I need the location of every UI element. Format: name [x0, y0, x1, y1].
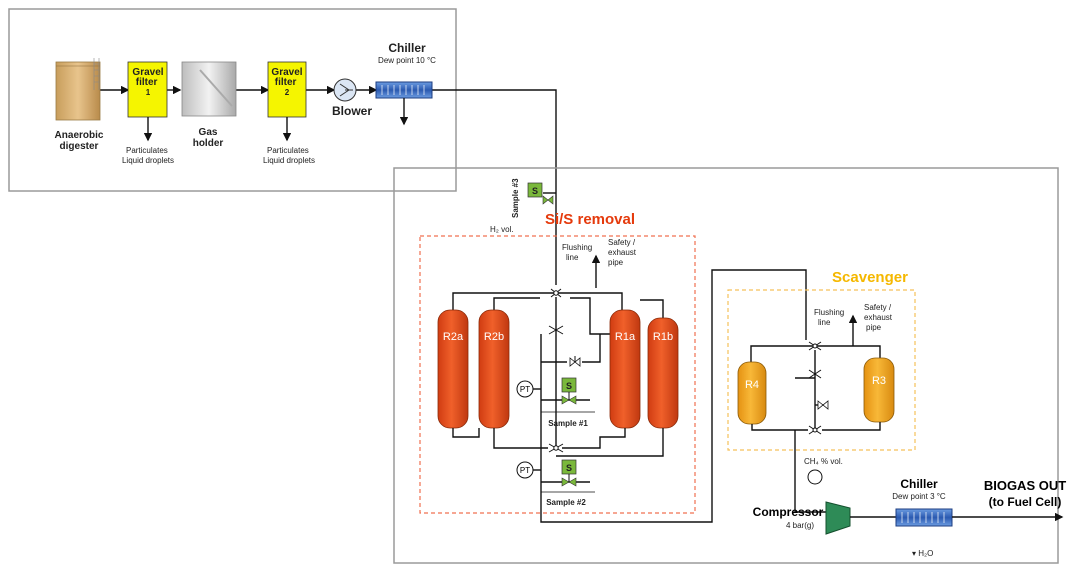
blower-icon [333, 78, 357, 102]
main-feed-pipe [432, 89, 557, 285]
filter-2-outputs: Particulates Liquid droplets [263, 146, 315, 165]
reactor-r4-label: R4 [745, 379, 759, 391]
sample-3-valve: S [527, 182, 556, 205]
sample-3-label: Sample #3 [511, 178, 520, 218]
svg-text:S: S [532, 186, 538, 196]
reactor-r3 [863, 357, 895, 423]
reactor-r1a [609, 309, 641, 429]
h2o-label: ▾ H₂O [912, 549, 933, 558]
fuel-cell-label: (to Fuel Cell) [989, 495, 1062, 509]
biogas-out-label: BIOGAS OUT [984, 478, 1066, 493]
valve-mid [548, 325, 564, 335]
compressor-subtitle: 4 bar(g) [786, 521, 814, 530]
treatment-frame [393, 167, 1059, 564]
scavenger-valve-mid [808, 369, 822, 379]
chiller-2-subtitle: Dew point 3 °C [892, 492, 946, 501]
compressor-title: Compressor [753, 505, 824, 519]
valve-needle [569, 356, 581, 367]
scavenger-needle-valve [817, 400, 829, 410]
chiller-1-title: Chiller [388, 41, 426, 55]
sis-removal-title: Si/S removal [545, 211, 635, 228]
reactor-r1a-label: R1a [615, 331, 636, 343]
reactor-r4 [737, 361, 767, 425]
reactor-r1b-label: R1b [653, 331, 673, 343]
anaerobic-digester [55, 58, 101, 121]
chiller-2 [895, 508, 953, 527]
sample-2-valve: S [561, 459, 577, 487]
svg-text:S: S [566, 381, 572, 391]
ch4-label: CH₄ % vol. [804, 457, 843, 466]
switch-valve-bottom [548, 443, 564, 453]
gas-holder [181, 61, 237, 117]
gravel-filter-1 [127, 61, 168, 118]
chiller-2-title: Chiller [900, 477, 938, 491]
reactor-r2b-label: R2b [484, 331, 504, 343]
svg-text:S: S [566, 463, 572, 473]
blower-label: Blower [332, 104, 372, 118]
scavenger-bottom-valve [808, 425, 822, 435]
sample-2-label: Sample #2 [546, 498, 586, 507]
h-vol-label: H₂ vol. [490, 225, 514, 234]
reactor-r2a [437, 309, 469, 429]
pressure-transmitter-1: PT [516, 380, 534, 398]
scavenger-box [727, 289, 916, 451]
svg-text:PT: PT [520, 385, 530, 394]
svg-text:PT: PT [520, 466, 530, 475]
ch4-analyzer-icon [807, 469, 823, 485]
reactor-r2b [478, 309, 510, 429]
compressor-icon [825, 501, 851, 535]
switch-valve-top [550, 288, 562, 298]
scavenger-title: Scavenger [832, 269, 908, 286]
reactor-r3-label: R3 [872, 375, 886, 387]
reactor-r2a-label: R2a [443, 331, 464, 343]
filter-1-outputs: Particulates Liquid droplets [122, 146, 174, 165]
scavenger-switch-valve [808, 341, 822, 351]
upstream-frame [8, 8, 457, 192]
chiller-1 [375, 81, 433, 99]
sis-removal-box [419, 235, 696, 514]
pressure-transmitter-2: PT [516, 461, 534, 479]
sample-1-label: Sample #1 [548, 419, 588, 428]
chiller-1-subtitle: Dew point 10 °C [378, 56, 436, 65]
sample-1-valve: S [561, 377, 577, 405]
